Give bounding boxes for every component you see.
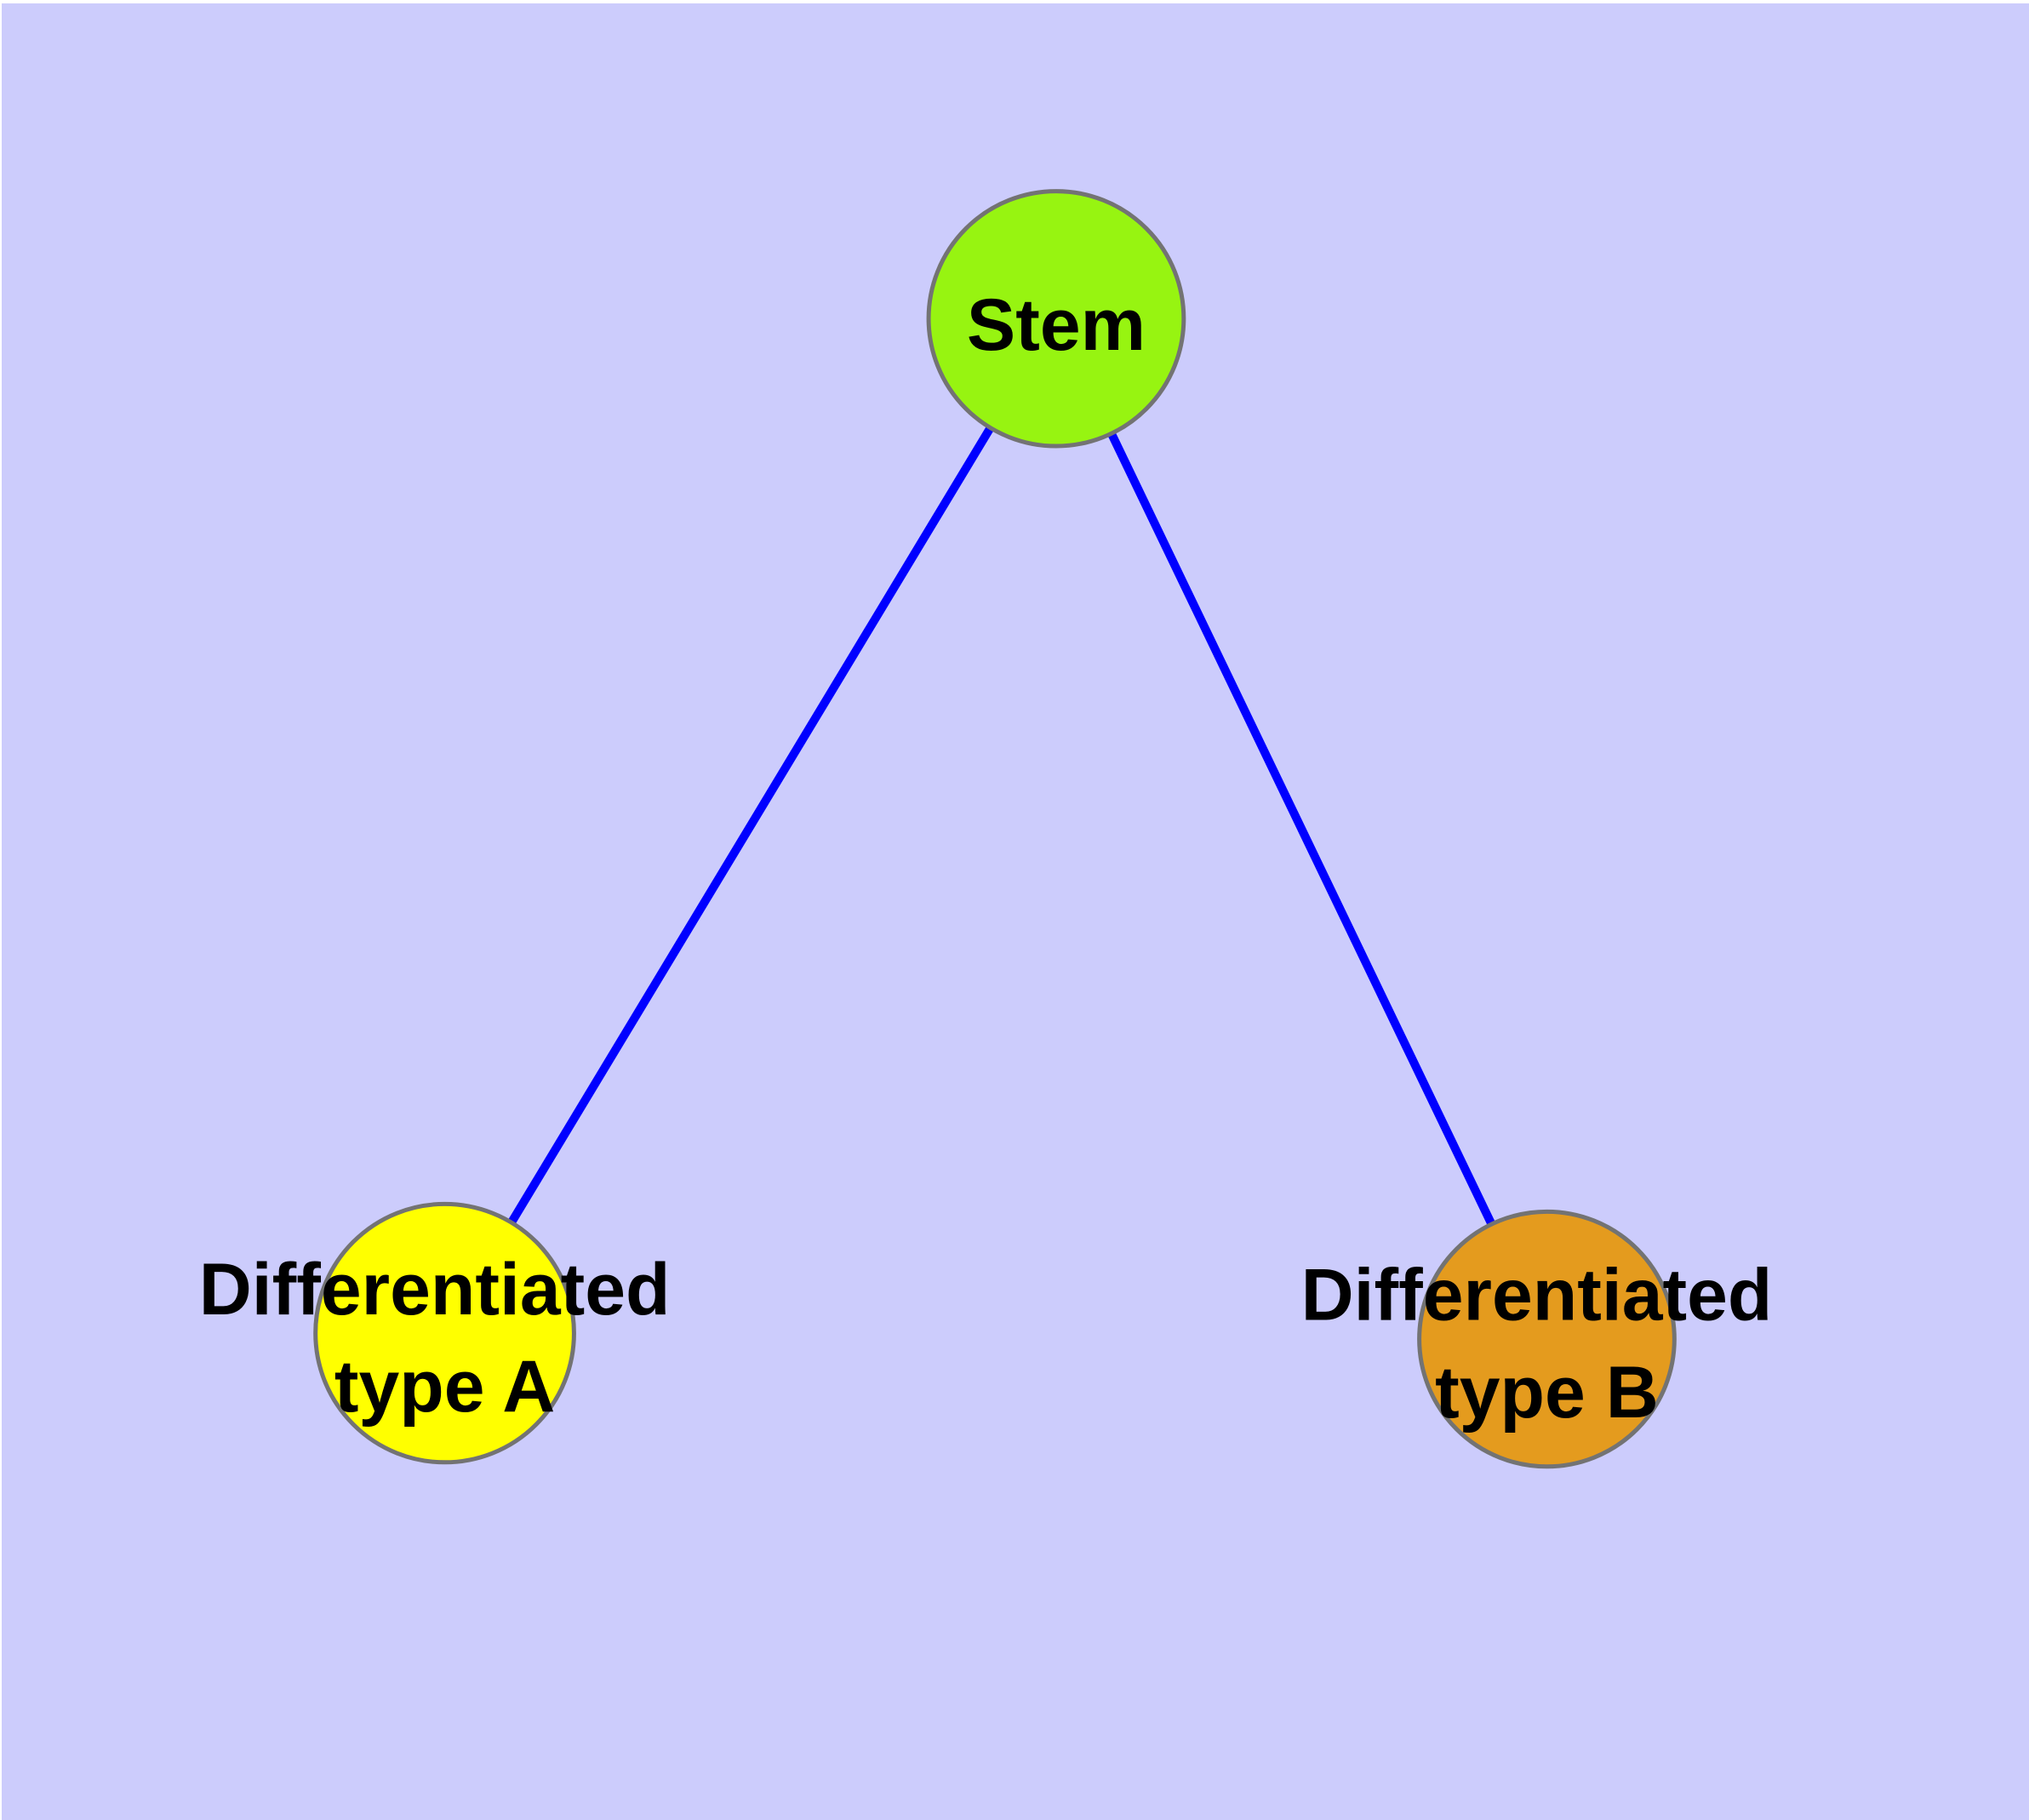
edge-stem-to-differentiated-type-a — [441, 316, 1060, 1336]
graph-svg: Stem Differentiated type A Differentiate… — [2, 3, 2029, 1820]
node-differentiated-type-a: Differentiated type A — [199, 1201, 691, 1465]
edge-stem-to-differentiated-type-b — [1052, 317, 1551, 1342]
node-differentiated-type-b: Differentiated type B — [1301, 1209, 1793, 1469]
node-stem-circle — [926, 189, 1186, 449]
plot-panel: Stem Differentiated type A Differentiate… — [2, 3, 2029, 1820]
node-differentiated-type-b-circle — [1417, 1209, 1677, 1469]
node-differentiated-type-b-label: Differentiated type B — [1301, 1255, 1793, 1434]
node-differentiated-type-a-circle — [313, 1201, 576, 1465]
node-stem: Stem — [926, 189, 1186, 449]
node-stem-label: Stem — [967, 284, 1146, 366]
node-differentiated-type-a-label-line1: Differentiated — [199, 1249, 671, 1331]
node-differentiated-type-b-label-line2: type B — [1435, 1352, 1659, 1434]
node-differentiated-type-a-label: Differentiated type A — [199, 1249, 691, 1428]
node-differentiated-type-a-label-line2: type A — [334, 1346, 555, 1428]
node-differentiated-type-b-label-line1: Differentiated — [1301, 1255, 1773, 1336]
